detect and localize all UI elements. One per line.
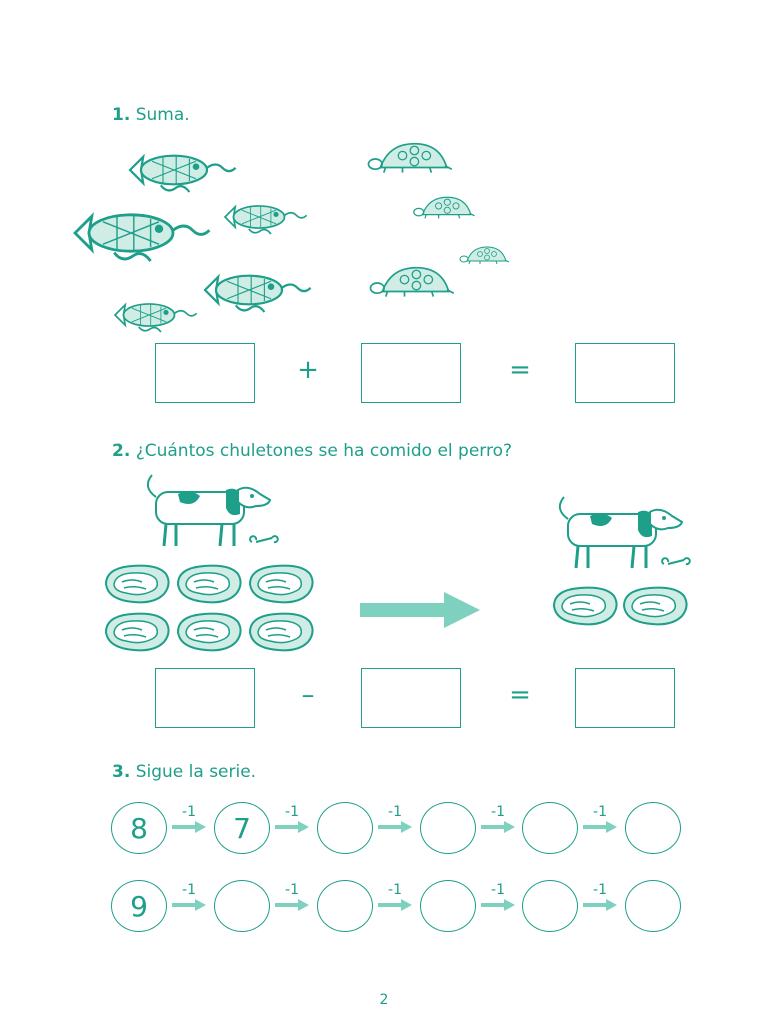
dog-illustration [146,473,280,548]
series-circle[interactable] [420,802,476,854]
equals-sign: = [509,355,531,385]
series-circle: 9 [111,880,167,932]
addend-1-answer-box[interactable] [155,343,255,403]
steak-icon [177,612,242,652]
arrow-right-icon [583,899,617,911]
series-circle: 8 [111,802,167,854]
arrow-right-icon [275,899,309,911]
fish-group-illustration [73,154,312,333]
minus-one-step: -1 [377,882,413,912]
step-label: -1 [593,804,607,820]
arrow-right-icon [583,821,617,833]
arrow-right-icon [378,821,412,833]
exercise-2-heading: 2. ¿Cuántos chuletones se ha comido el p… [112,441,512,461]
exercise-3-heading: 3. Sigue la serie. [112,762,256,782]
steak-icon [249,564,314,604]
turtle-icon [413,196,476,219]
steak-icon [177,564,242,604]
steaks-after-illustration [553,586,688,626]
turtle-icon [369,266,455,298]
exercise-1-number: 1. [112,105,131,125]
sum-answer-box[interactable] [575,343,675,403]
page-number: 2 [379,992,389,1008]
dog-after-illustration [558,495,692,570]
step-label: -1 [491,882,505,898]
exercise-3-text: Sigue la serie. [135,762,257,782]
exercise-2-number: 2. [112,441,131,461]
series-circle: 7 [214,802,270,854]
exercise-1-text: Suma. [135,105,190,125]
fish-icon [114,303,198,333]
arrow-right-icon [378,899,412,911]
steak-icon [105,612,170,652]
fish-icon [128,154,237,194]
minus-one-step: -1 [171,882,207,912]
steak-icon [553,586,618,626]
minus-one-step: -1 [582,882,618,912]
arrow-right-icon [360,592,480,628]
step-label: -1 [285,882,299,898]
step-label: -1 [285,804,299,820]
series-circle[interactable] [420,880,476,932]
subtrahend-answer-box[interactable] [361,668,461,728]
fish-icon [224,205,308,235]
minus-one-step: -1 [377,804,413,834]
steak-icon [623,586,688,626]
series-circle[interactable] [625,802,681,854]
series-circle[interactable] [522,802,578,854]
plus-sign: + [297,355,319,385]
exercise-3-number: 3. [112,762,131,782]
steak-icon [249,612,314,652]
turtle-group-illustration [367,142,510,298]
exercise-1-heading: 1. Suma. [112,105,190,125]
arrow-right-icon [275,821,309,833]
minus-sign: – [301,680,315,710]
series-circle[interactable] [625,880,681,932]
arrow-right-icon [481,899,515,911]
series-circle[interactable] [522,880,578,932]
arrow-right-icon [172,899,206,911]
step-label: -1 [182,804,196,820]
series-circle[interactable] [214,880,270,932]
dog-icon [146,473,280,548]
minus-one-step: -1 [480,804,516,834]
arrow-right-icon [172,821,206,833]
step-label: -1 [388,804,402,820]
step-label: -1 [388,882,402,898]
equals-sign: = [509,680,531,710]
series-circle[interactable] [317,880,373,932]
minus-one-step: -1 [480,882,516,912]
difference-answer-box[interactable] [575,668,675,728]
fish-icon [73,213,211,263]
arrow-right-icon [481,821,515,833]
exercise-2-text: ¿Cuántos chuletones se ha comido el perr… [135,441,513,461]
minuend-answer-box[interactable] [155,668,255,728]
minus-one-step: -1 [171,804,207,834]
addend-2-answer-box[interactable] [361,343,461,403]
steak-icon [105,564,170,604]
step-label: -1 [182,882,196,898]
dog-icon [558,495,692,570]
step-label: -1 [491,804,505,820]
turtle-icon [367,142,453,174]
steaks-before-illustration [105,564,314,652]
minus-one-step: -1 [274,882,310,912]
step-label: -1 [593,882,607,898]
fish-icon [203,274,312,314]
minus-one-step: -1 [274,804,310,834]
series-circle[interactable] [317,802,373,854]
turtle-icon [459,246,510,265]
minus-one-step: -1 [582,804,618,834]
